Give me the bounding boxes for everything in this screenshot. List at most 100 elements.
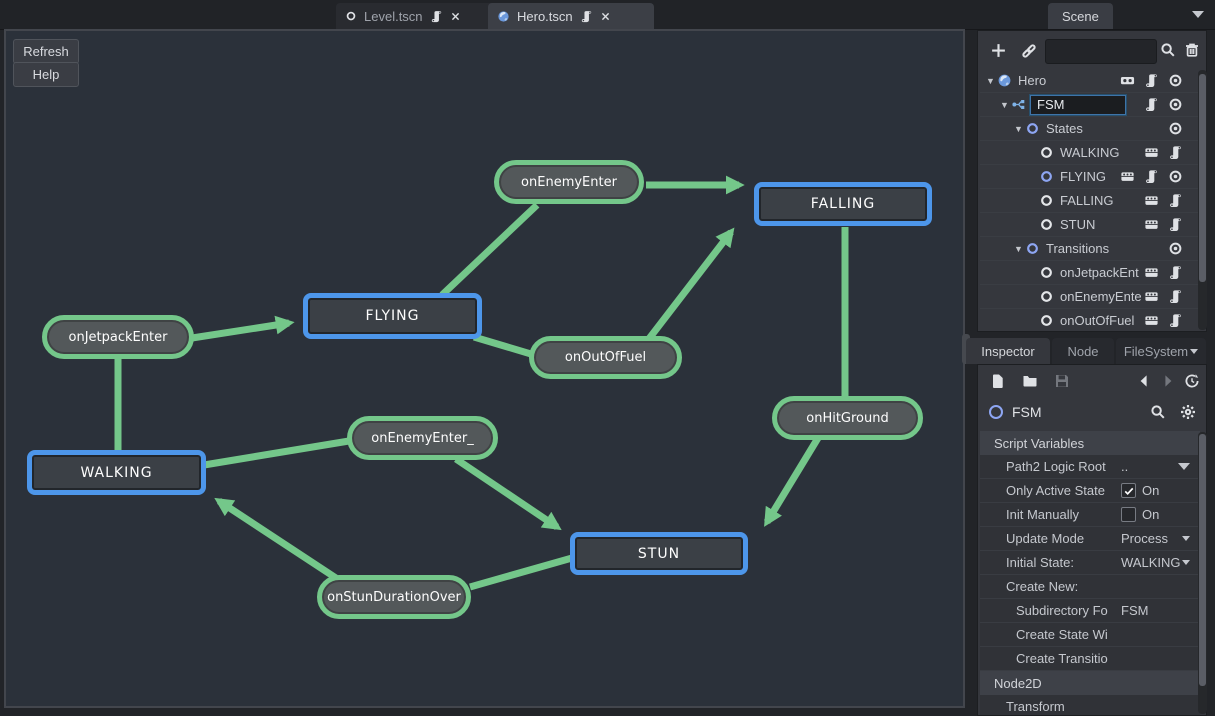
help-button[interactable]: Help: [13, 62, 79, 87]
node-circle-icon: [1039, 193, 1054, 208]
transition-label: onJetpackEnter: [68, 329, 168, 345]
tree-row-states[interactable]: ▼States: [980, 117, 1199, 141]
transition-node-onenemyenter[interactable]: onEnemyEnter: [494, 160, 644, 204]
property-checkbox[interactable]: [1121, 483, 1136, 498]
script-icon[interactable]: [1168, 265, 1183, 280]
instantiate-scene-icon[interactable]: [1020, 42, 1038, 60]
tree-row-hero[interactable]: ▼Hero: [980, 69, 1199, 93]
node-circle-icon: [1039, 169, 1054, 184]
property-row-transform[interactable]: Transform: [980, 695, 1200, 715]
expander-arrow-icon[interactable]: ▼: [1014, 243, 1023, 254]
refresh-button[interactable]: Refresh: [13, 39, 79, 64]
save-resource-icon[interactable]: [1054, 373, 1070, 389]
transition-node-onjetpackenter[interactable]: onJetpackEnter: [42, 315, 194, 359]
dropdown-caret-icon[interactable]: [1182, 560, 1190, 565]
visibility-eye-icon[interactable]: [1168, 97, 1183, 112]
tree-node-label: WALKING: [1060, 145, 1120, 160]
tree-row-transitions[interactable]: ▼Transitions: [980, 237, 1199, 261]
property-row-create-state-wi[interactable]: Create State Wi: [980, 623, 1200, 647]
tab-hero-tscn[interactable]: Hero.tscn: [488, 3, 654, 29]
forward-icon[interactable]: [1160, 373, 1176, 389]
state-node-falling[interactable]: FALLING: [754, 182, 932, 226]
tree-row-onoutoffuel[interactable]: onOutOfFuel: [980, 309, 1199, 329]
filter-search-icon[interactable]: [1160, 42, 1176, 58]
scene-filter-input[interactable]: [1045, 39, 1157, 64]
script-icon[interactable]: [1168, 193, 1183, 208]
property-row-create-new-[interactable]: Create New:: [980, 575, 1200, 599]
tree-row-onjetpackent[interactable]: onJetpackEnt: [980, 261, 1199, 285]
script-icon[interactable]: [1168, 145, 1183, 160]
tab-label: Hero.tscn: [517, 8, 573, 24]
tab-scene-dock[interactable]: Scene: [1048, 3, 1113, 29]
expander-arrow-icon[interactable]: ▼: [1000, 99, 1009, 110]
script-icon[interactable]: [1168, 313, 1183, 328]
tab-node[interactable]: Node: [1052, 338, 1114, 364]
tree-row-fsm[interactable]: ▼ FSM: [980, 93, 1199, 117]
tree-row-falling[interactable]: FALLING: [980, 189, 1199, 213]
property-row-initial-state-[interactable]: Initial State: WALKING: [980, 551, 1200, 575]
tab-label: Level.tscn: [364, 8, 423, 24]
state-node-stun[interactable]: STUN: [570, 532, 748, 575]
script-icon[interactable]: [1168, 217, 1183, 232]
transition-node-onenemyenter_[interactable]: onEnemyEnter_: [347, 416, 498, 460]
new-resource-icon[interactable]: [990, 373, 1006, 389]
node-circle-icon: [1025, 241, 1040, 256]
transition-node-onstundurationover[interactable]: onStunDurationOver: [317, 575, 471, 619]
add-node-icon[interactable]: [990, 42, 1007, 59]
script-icon[interactable]: [1144, 73, 1159, 88]
tab-level-tscn[interactable]: Level.tscn: [336, 3, 500, 29]
state-node-flying[interactable]: FLYING: [303, 293, 482, 339]
chevron-down-icon[interactable]: [1192, 11, 1204, 18]
expander-arrow-icon[interactable]: ▼: [986, 75, 995, 86]
load-resource-icon[interactable]: [1022, 373, 1038, 389]
property-value[interactable]: Process: [1121, 531, 1168, 546]
tab-filesystem[interactable]: FileSystem: [1116, 338, 1206, 364]
fsm-graph-canvas[interactable]: FALLING FLYING WALKING STUN onEnemyEnter onJe…: [4, 29, 965, 708]
visibility-eye-icon[interactable]: [1168, 73, 1183, 88]
property-row-path2-logic-root[interactable]: Path2 Logic Root..: [980, 455, 1200, 479]
visibility-eye-icon[interactable]: [1168, 241, 1183, 256]
transition-edge-onEnemyEnter_-to-STUN: [454, 456, 562, 531]
property-label: Initial State:: [1006, 555, 1074, 570]
node-circle-icon: [345, 10, 357, 22]
script-icon[interactable]: [1144, 97, 1159, 112]
dropdown-caret-icon[interactable]: [1178, 463, 1190, 470]
tools-icon[interactable]: [1180, 404, 1196, 420]
tree-row-flying[interactable]: FLYING: [980, 165, 1199, 189]
property-label: Create New:: [1006, 579, 1079, 594]
property-value[interactable]: WALKING: [1121, 555, 1181, 570]
tree-row-walking[interactable]: WALKING: [980, 141, 1199, 165]
scene-scrollbar-thumb[interactable]: [1199, 74, 1206, 282]
visibility-eye-icon[interactable]: [1168, 121, 1183, 136]
history-icon[interactable]: [1184, 373, 1200, 389]
state-label: WALKING: [80, 464, 153, 481]
visibility-eye-icon[interactable]: [1168, 169, 1183, 184]
property-checkbox[interactable]: [1121, 507, 1136, 522]
transition-label: onOutOfFuel: [564, 350, 647, 365]
transition-node-onhitground[interactable]: onHitGround: [772, 396, 923, 440]
script-icon[interactable]: [1144, 169, 1159, 184]
tree-row-stun[interactable]: STUN: [980, 213, 1199, 237]
inspector-scrollbar-thumb[interactable]: [1199, 434, 1206, 686]
tree-row-onenemyente[interactable]: onEnemyEnte: [980, 285, 1199, 309]
expander-arrow-icon[interactable]: ▼: [1014, 123, 1023, 134]
close-icon[interactable]: [600, 11, 611, 22]
back-icon[interactable]: [1136, 373, 1152, 389]
transition-node-onoutoffuel[interactable]: onOutOfFuel: [529, 336, 682, 379]
transition-label: onEnemyEnter_: [371, 430, 474, 446]
delete-node-icon[interactable]: [1184, 42, 1200, 58]
dropdown-caret-icon[interactable]: [1182, 536, 1190, 541]
close-icon[interactable]: [450, 11, 461, 22]
script-icon[interactable]: [1168, 289, 1183, 304]
property-row-create-transitio[interactable]: Create Transitio: [980, 647, 1200, 671]
property-value[interactable]: ..: [1121, 459, 1129, 474]
tab-inspector[interactable]: Inspector: [966, 338, 1050, 364]
section-header-node2d: Node2D: [980, 671, 1200, 695]
state-node-walking[interactable]: WALKING: [27, 450, 206, 495]
search-icon[interactable]: [1150, 404, 1166, 420]
node-rename-input[interactable]: FSM: [1030, 94, 1126, 115]
